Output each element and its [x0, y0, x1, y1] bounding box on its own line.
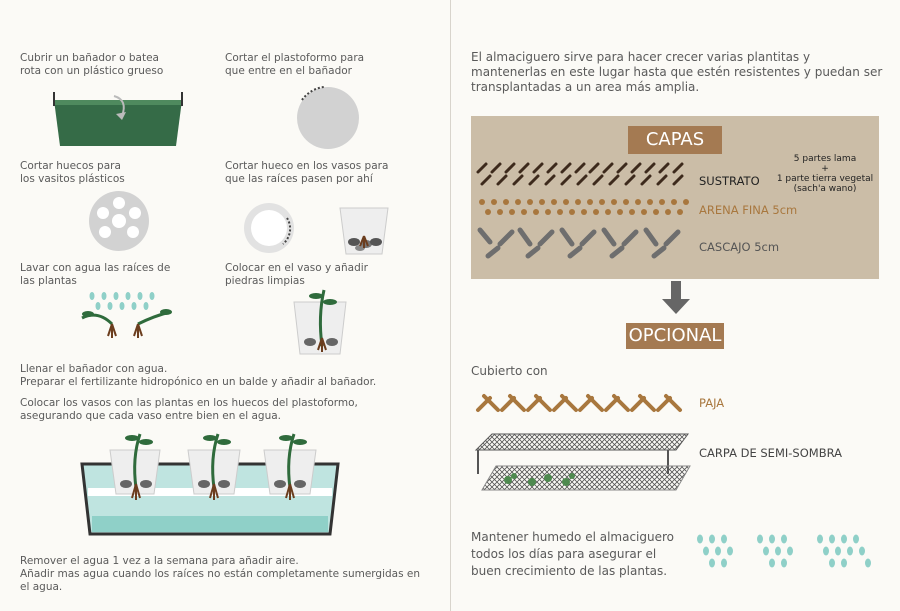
shade-label: CARPA DE SEMI-SOMBRA — [699, 446, 842, 460]
water-drops-icon — [697, 534, 871, 568]
layers-title: CAPAS — [628, 126, 722, 154]
substrate-recipe: 5 partes lama + 1 parte tierra vegetal (… — [776, 154, 874, 194]
straw-pattern — [476, 394, 682, 412]
maintain-text: Mantener humedo el almaciguero todos los… — [471, 530, 675, 578]
covered-label: Cubierto con — [471, 364, 548, 378]
step-cut-cups: Cortar hueco en los vasos para que las r… — [225, 160, 389, 185]
step-remove-water: Remover el agua 1 vez a la semana para a… — [20, 555, 421, 593]
foam-disk — [297, 86, 359, 149]
column-divider — [450, 0, 451, 611]
step-cut-holes: Cortar huecos para los vasitos plásticos — [20, 160, 125, 185]
step-cut-foam: Cortar el plastoformo para que entre en … — [225, 52, 365, 77]
hydroponic-tank — [80, 433, 340, 536]
foam-holes — [89, 191, 149, 251]
step-wash-roots: Lavar con agua las raíces de las plantas — [20, 262, 171, 287]
plant-in-cup — [293, 289, 347, 355]
layer-substrate-label: SUSTRATO — [699, 174, 760, 188]
step-place-cups: Colocar los vasos con las plantas en los… — [20, 397, 358, 422]
shade-tent-illustration — [474, 433, 691, 491]
layers-pattern — [476, 162, 689, 259]
step-fill-water: Llenar el bañador con agua. Preparar el … — [20, 363, 377, 388]
down-arrow-icon — [662, 281, 690, 314]
tub-illustration — [53, 92, 183, 146]
intro-text: El almaciguero sirve para hacer crecer v… — [471, 50, 883, 94]
cup-with-stones — [339, 207, 389, 255]
step-place-cup: Colocar en el vaso y añadir piedras limp… — [225, 262, 368, 287]
optional-title: OPCIONAL — [626, 323, 724, 349]
cup-bottom — [244, 203, 294, 253]
step-cover-tub: Cubrir un bañador o batea rota con un pl… — [20, 52, 164, 77]
layer-gravel-label: CASCAJO 5cm — [699, 240, 780, 254]
layer-sand-label: ARENA FINA 5cm — [699, 203, 798, 217]
washing-roots — [81, 292, 172, 338]
straw-label: PAJA — [699, 396, 725, 410]
